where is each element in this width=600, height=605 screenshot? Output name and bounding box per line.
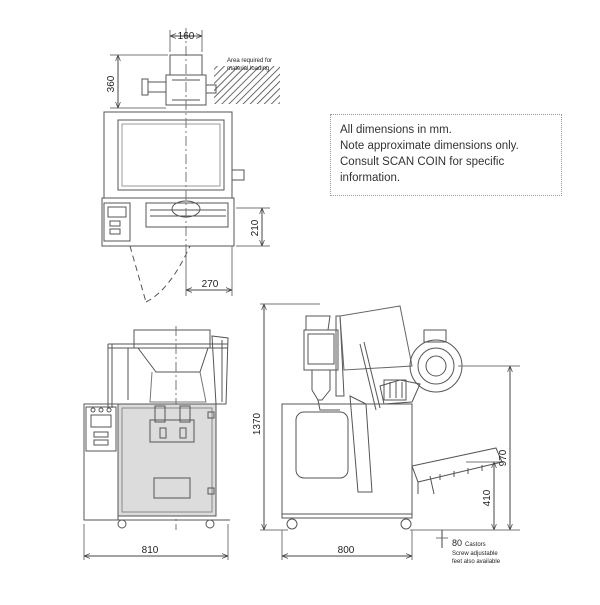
- area-label-line1: Area required for: [227, 58, 272, 64]
- dim-810-label: 810: [142, 545, 159, 556]
- castor-note-line1: Castors: [465, 542, 486, 548]
- note-line-1: All dimensions in mm.: [340, 124, 452, 136]
- side-view: [260, 303, 520, 560]
- dim-210-label: 210: [250, 219, 261, 236]
- dim-270-label: 270: [202, 279, 219, 290]
- area-label-line2: material loading: [227, 66, 269, 72]
- note-line-4: information.: [340, 172, 401, 184]
- castor-note-line3: feet also available: [452, 559, 501, 565]
- castor-note-line2: Screw adjustable: [452, 551, 498, 557]
- dim-1370-label: 1370: [252, 412, 263, 435]
- dim-80-label: 80: [452, 538, 462, 548]
- dim-160-label: 160: [178, 31, 195, 42]
- top-view: [101, 28, 280, 303]
- note-line-2: Note approximate dimensions only.: [340, 140, 519, 152]
- dim-360-label: 360: [106, 75, 117, 92]
- dim-800-label: 800: [338, 545, 355, 556]
- loading-area-hatch: [214, 66, 280, 104]
- front-view: [83, 326, 230, 560]
- dimensions-note: All dimensions in mm. Note approximate d…: [330, 114, 562, 196]
- note-line-3: Consult SCAN COIN for specific: [340, 156, 505, 168]
- dim-410-label: 410: [482, 489, 493, 506]
- dim-970-label: 970: [498, 449, 509, 466]
